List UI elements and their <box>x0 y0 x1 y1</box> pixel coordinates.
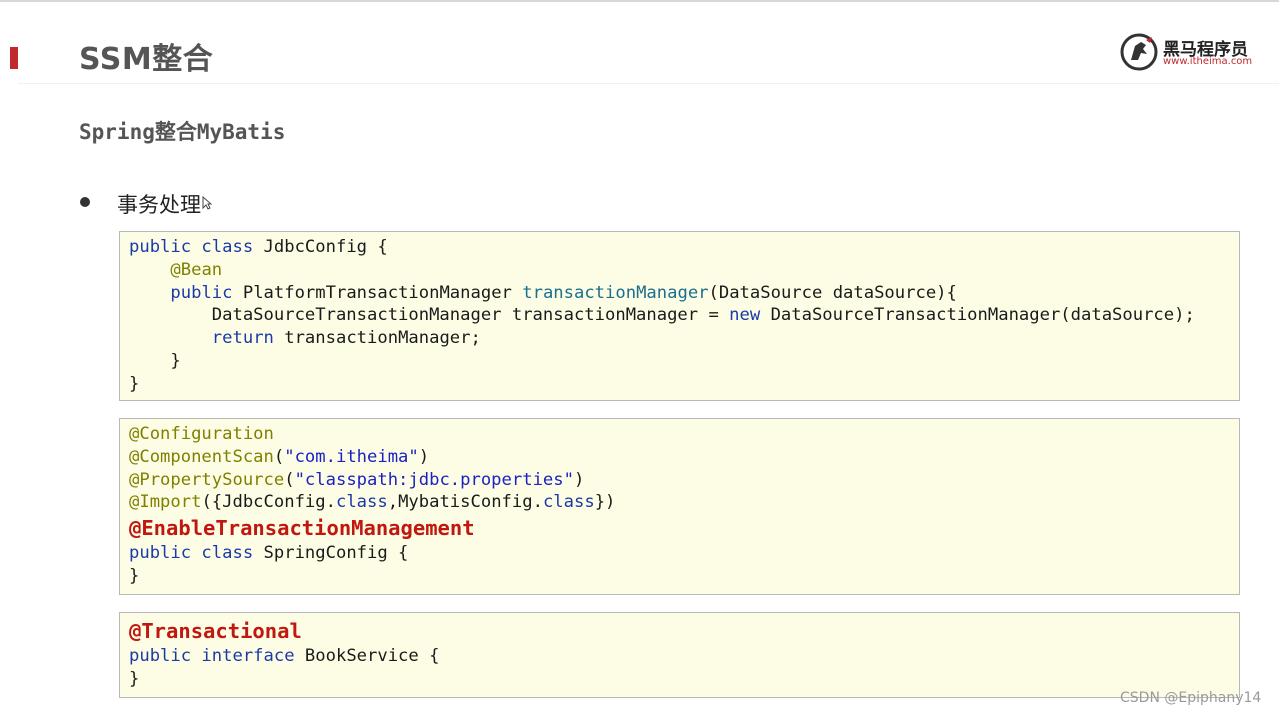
code-token: @EnableTransactionManagement <box>129 516 475 541</box>
bullet-text: 事务处理 <box>117 193 201 217</box>
code-token: SpringConfig { <box>253 543 409 564</box>
brand-url: www.itheima.com <box>1163 56 1253 67</box>
title-accent-bar <box>10 47 18 69</box>
code-line-highlight: @Transactional <box>129 617 1230 645</box>
code-token: ({JdbcConfig. <box>201 492 336 513</box>
code-token: ) <box>573 469 585 490</box>
code-token: (DataSource dataSource){ <box>708 282 957 303</box>
code-line: } <box>129 373 1230 396</box>
code-token: DataSourceTransactionManager(dataSource)… <box>760 305 1195 326</box>
code-token: @PropertySource <box>129 469 285 490</box>
code-token: transactionManager <box>522 282 709 303</box>
code-line: public class SpringConfig { <box>129 542 1230 565</box>
code-line: @Import({JdbcConfig.class,MybatisConfig.… <box>129 491 1230 514</box>
code-token: JdbcConfig { <box>253 237 388 257</box>
code-token: DataSourceTransactionManager transaction… <box>129 305 730 326</box>
code-token: @ComponentScan <box>129 446 274 467</box>
code-line: } <box>129 668 1230 691</box>
code-token <box>129 328 212 348</box>
code-token: new <box>729 305 761 326</box>
code-token: "com.itheima" <box>284 446 419 467</box>
code-token: } <box>129 373 140 394</box>
code-line: DataSourceTransactionManager transaction… <box>129 304 1230 327</box>
page-title: SSM整合 <box>79 42 214 77</box>
code-token <box>129 260 170 280</box>
code-token: public class <box>129 237 254 257</box>
code-block-spring-config: @Configuration @ComponentScan("com.ithei… <box>119 418 1240 595</box>
code-token: public interface <box>129 646 295 666</box>
code-token: PlatformTransactionManager <box>232 282 523 303</box>
code-token: @Bean <box>170 259 223 280</box>
code-token: return <box>211 328 274 349</box>
code-token <box>129 283 170 303</box>
code-line: public class JdbcConfig { <box>129 236 1230 259</box>
code-line: @Bean <box>129 259 1230 282</box>
mouse-pointer-icon <box>202 196 212 210</box>
code-line-highlight: @EnableTransactionManagement <box>129 514 1230 542</box>
code-token: } <box>129 565 140 586</box>
code-token: public class <box>129 543 254 564</box>
watermark: CSDN @Epiphany14 <box>1120 690 1262 706</box>
code-token: class <box>542 492 595 513</box>
code-token: class <box>335 492 388 513</box>
brand-name: 黑马程序员 <box>1163 40 1248 60</box>
code-block-jdbc-config: public class JdbcConfig { @Bean public P… <box>119 231 1240 401</box>
code-line: @PropertySource("classpath:jdbc.properti… <box>129 469 1230 492</box>
code-token: ,MybatisConfig. <box>387 492 543 513</box>
code-line: public interface BookService { <box>129 645 1230 668</box>
code-token: public <box>170 282 233 303</box>
horse-logo-icon <box>1120 33 1158 71</box>
code-line: } <box>129 565 1230 588</box>
code-token: } <box>129 350 181 371</box>
code-token: "classpath:jdbc.properties" <box>294 469 574 490</box>
code-line: public PlatformTransactionManager transa… <box>129 282 1230 305</box>
code-token: @Configuration <box>129 424 274 444</box>
bullet-point <box>80 197 90 207</box>
code-block-book-service: @Transactional public interface BookServ… <box>119 612 1240 698</box>
code-line: return transactionManager; <box>129 327 1230 350</box>
code-token: }) <box>594 492 616 513</box>
brand-logo: 黑马程序员 www.itheima.com <box>1119 32 1254 72</box>
code-token: ( <box>273 446 285 467</box>
code-token: @Import <box>129 492 202 513</box>
code-token: ) <box>418 446 430 467</box>
code-token: ( <box>284 469 295 490</box>
code-token: @Transactional <box>129 619 302 643</box>
top-border <box>0 0 1279 2</box>
code-line: @Configuration <box>129 423 1230 446</box>
code-token: BookService { <box>294 646 440 666</box>
header-divider <box>18 83 1279 84</box>
code-token: } <box>129 668 140 689</box>
code-line: } <box>129 350 1230 373</box>
code-token: transactionManager; <box>273 328 481 349</box>
section-subtitle: Spring整合MyBatis <box>79 120 286 144</box>
code-line: @ComponentScan("com.itheima") <box>129 446 1230 469</box>
